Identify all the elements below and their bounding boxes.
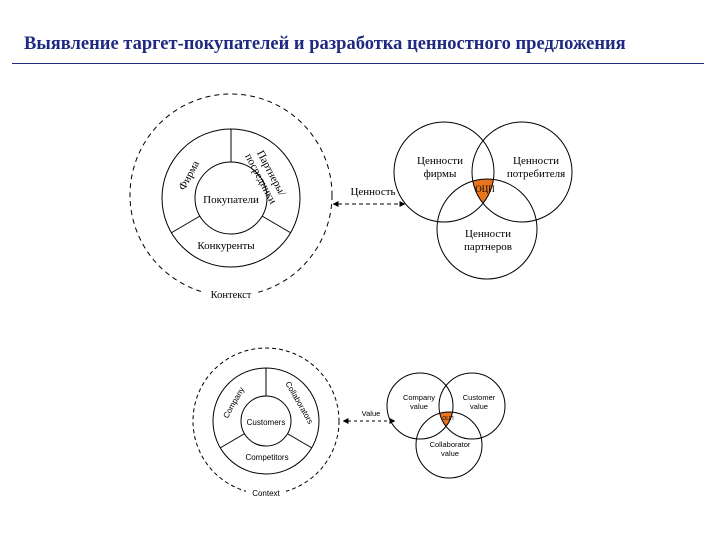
venn-company-label-line1: Company [403, 393, 435, 402]
title-divider [12, 63, 704, 64]
center-label: Customers [247, 418, 286, 427]
venn-company-circle [386, 372, 454, 440]
slide-title: Выявление таргет-покупателей и разработк… [24, 34, 626, 54]
venn-partners-label-line2: партнеров [464, 241, 512, 253]
venn-company-label-line2: фирмы [424, 168, 457, 180]
venn-customer-label-line1: Ценности [513, 155, 559, 167]
venn-company-label-line1: Ценности [417, 155, 463, 167]
segment-divider [287, 433, 313, 449]
venn-partners-circle [436, 178, 538, 280]
venn-customer-label-line2: value [470, 402, 488, 411]
segment-divider [170, 215, 201, 234]
venn-customer-label-line2: потребителя [507, 168, 565, 180]
context-label: Контекст [211, 290, 252, 301]
overlap-label: ОЦП [475, 184, 495, 194]
russian-4c-diagram: Покупатели Фирма Партнеры/ посредники Ко… [129, 93, 573, 301]
segment-competitors-label: Competitors [245, 453, 288, 462]
venn-company-circle [393, 121, 495, 223]
venn-customer-label-line1: Customer [463, 393, 496, 402]
venn-customer-circle [471, 121, 573, 223]
overlap-label: ОЦП [442, 416, 454, 422]
venn-partners-label-line1: Ценности [465, 228, 511, 240]
context-label-bg [246, 487, 286, 498]
venn-collaborator-label-line1: Collaborator [430, 440, 471, 449]
context-label-bg [204, 287, 258, 301]
segment-divider [219, 433, 245, 449]
venn-collaborator-circle [415, 411, 483, 479]
value-arrow-label: Value [362, 409, 381, 418]
context-boundary-circle [129, 93, 333, 297]
english-4c-diagram: Customers Company Collaborators Competit… [192, 347, 506, 498]
center-label: Покупатели [203, 194, 259, 206]
context-label: Context [252, 489, 280, 498]
value-arrow-label: Ценность [350, 186, 395, 198]
segment-competitors-label: Конкуренты [197, 240, 255, 252]
venn-company-label-line2: value [410, 402, 428, 411]
segment-divider [261, 215, 292, 234]
venn-collaborator-label-line2: value [441, 449, 459, 458]
venn-customer-circle [438, 372, 506, 440]
